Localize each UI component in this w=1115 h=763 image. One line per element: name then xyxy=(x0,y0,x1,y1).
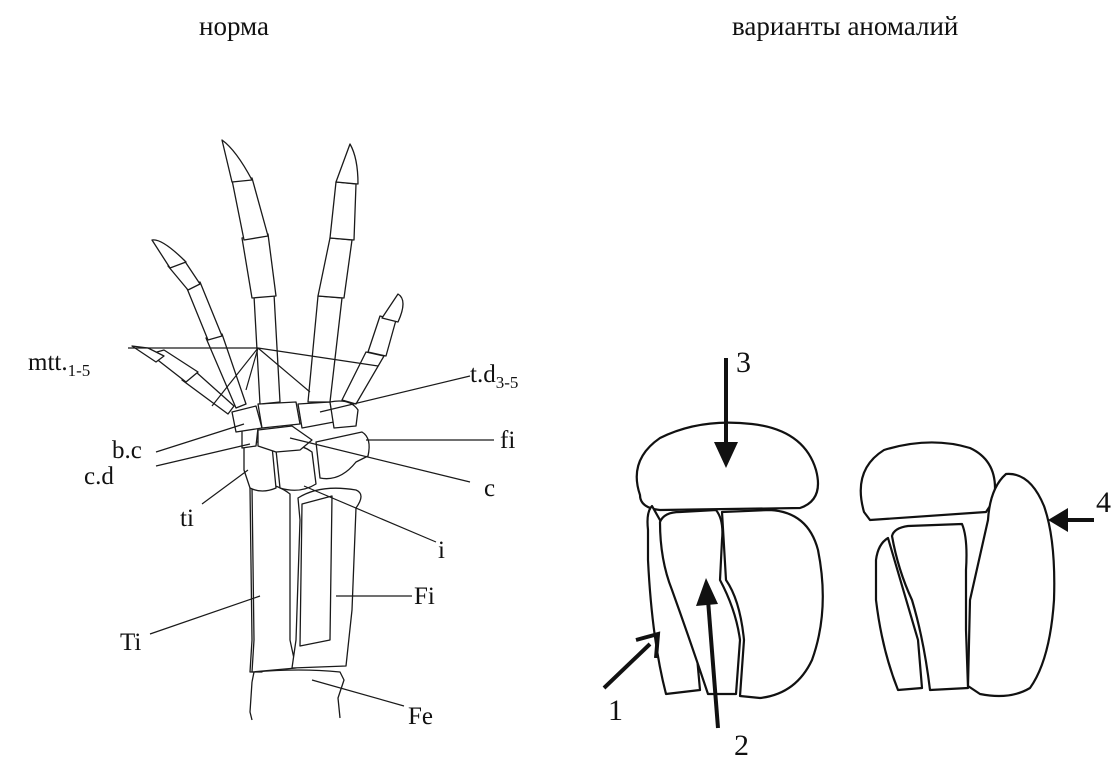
label-c: c xyxy=(484,475,495,502)
bone-basale-commune xyxy=(232,406,262,432)
bone-tibia-main xyxy=(252,484,296,672)
bone-digit-3-phalanx-2 xyxy=(232,178,268,240)
bone-tarsale-distale-4 xyxy=(298,402,334,428)
anomaly-number-3: 3 xyxy=(736,346,751,379)
label-Fe: Fe xyxy=(408,703,433,730)
label-i: i xyxy=(438,537,445,564)
label-cd: c.d xyxy=(84,463,114,490)
arrow-4-head xyxy=(1048,508,1068,532)
bone-digit-4-metatarsal xyxy=(308,296,342,402)
bone-fibula-inner xyxy=(300,496,332,646)
bone-digit-4-tip xyxy=(336,144,358,184)
anomaly-number-4: 4 xyxy=(1096,486,1111,519)
bone-femur xyxy=(250,670,344,720)
label-ti-small: ti xyxy=(180,505,194,532)
bone-digit-4-phalanx-1 xyxy=(318,238,352,298)
anomaly-variant-a xyxy=(637,423,823,698)
anomaly-number-1: 1 xyxy=(608,694,623,727)
bone-digit-5-metatarsal xyxy=(342,352,384,404)
bone-digit-3-tip xyxy=(222,140,252,182)
bone-tarsale-distale-5 xyxy=(330,401,358,428)
bone-digit-2-tip xyxy=(152,240,186,268)
bone-digit-3-phalanx-1 xyxy=(242,234,276,298)
label-Ti: Ti xyxy=(120,629,141,656)
bone-digit-4-phalanx-2 xyxy=(330,182,356,240)
arrow-1 xyxy=(604,644,650,688)
label-Fi: Fi xyxy=(414,583,435,610)
label-mtt: mtt.1-5 xyxy=(28,349,90,380)
label-bc: b.c xyxy=(112,437,142,464)
anomaly-number-2: 2 xyxy=(734,729,749,762)
bone-tarsale-distale-3 xyxy=(258,402,300,428)
label-fi-small: fi xyxy=(500,427,515,454)
bone-digit-5-phalanx-1 xyxy=(368,316,396,356)
title-anomalies: варианты аномалий xyxy=(732,11,958,41)
bone-digit-2-phalanx-1 xyxy=(186,282,222,340)
variant-b-top-bone xyxy=(861,442,995,520)
label-td: t.d3-5 xyxy=(470,361,518,392)
normal-foot-skeleton xyxy=(132,140,403,720)
bone-intermedium xyxy=(276,445,316,490)
anomaly-variant-b xyxy=(861,442,1055,696)
bone-digit-5-tip xyxy=(382,294,403,322)
title-norm: норма xyxy=(199,11,269,41)
